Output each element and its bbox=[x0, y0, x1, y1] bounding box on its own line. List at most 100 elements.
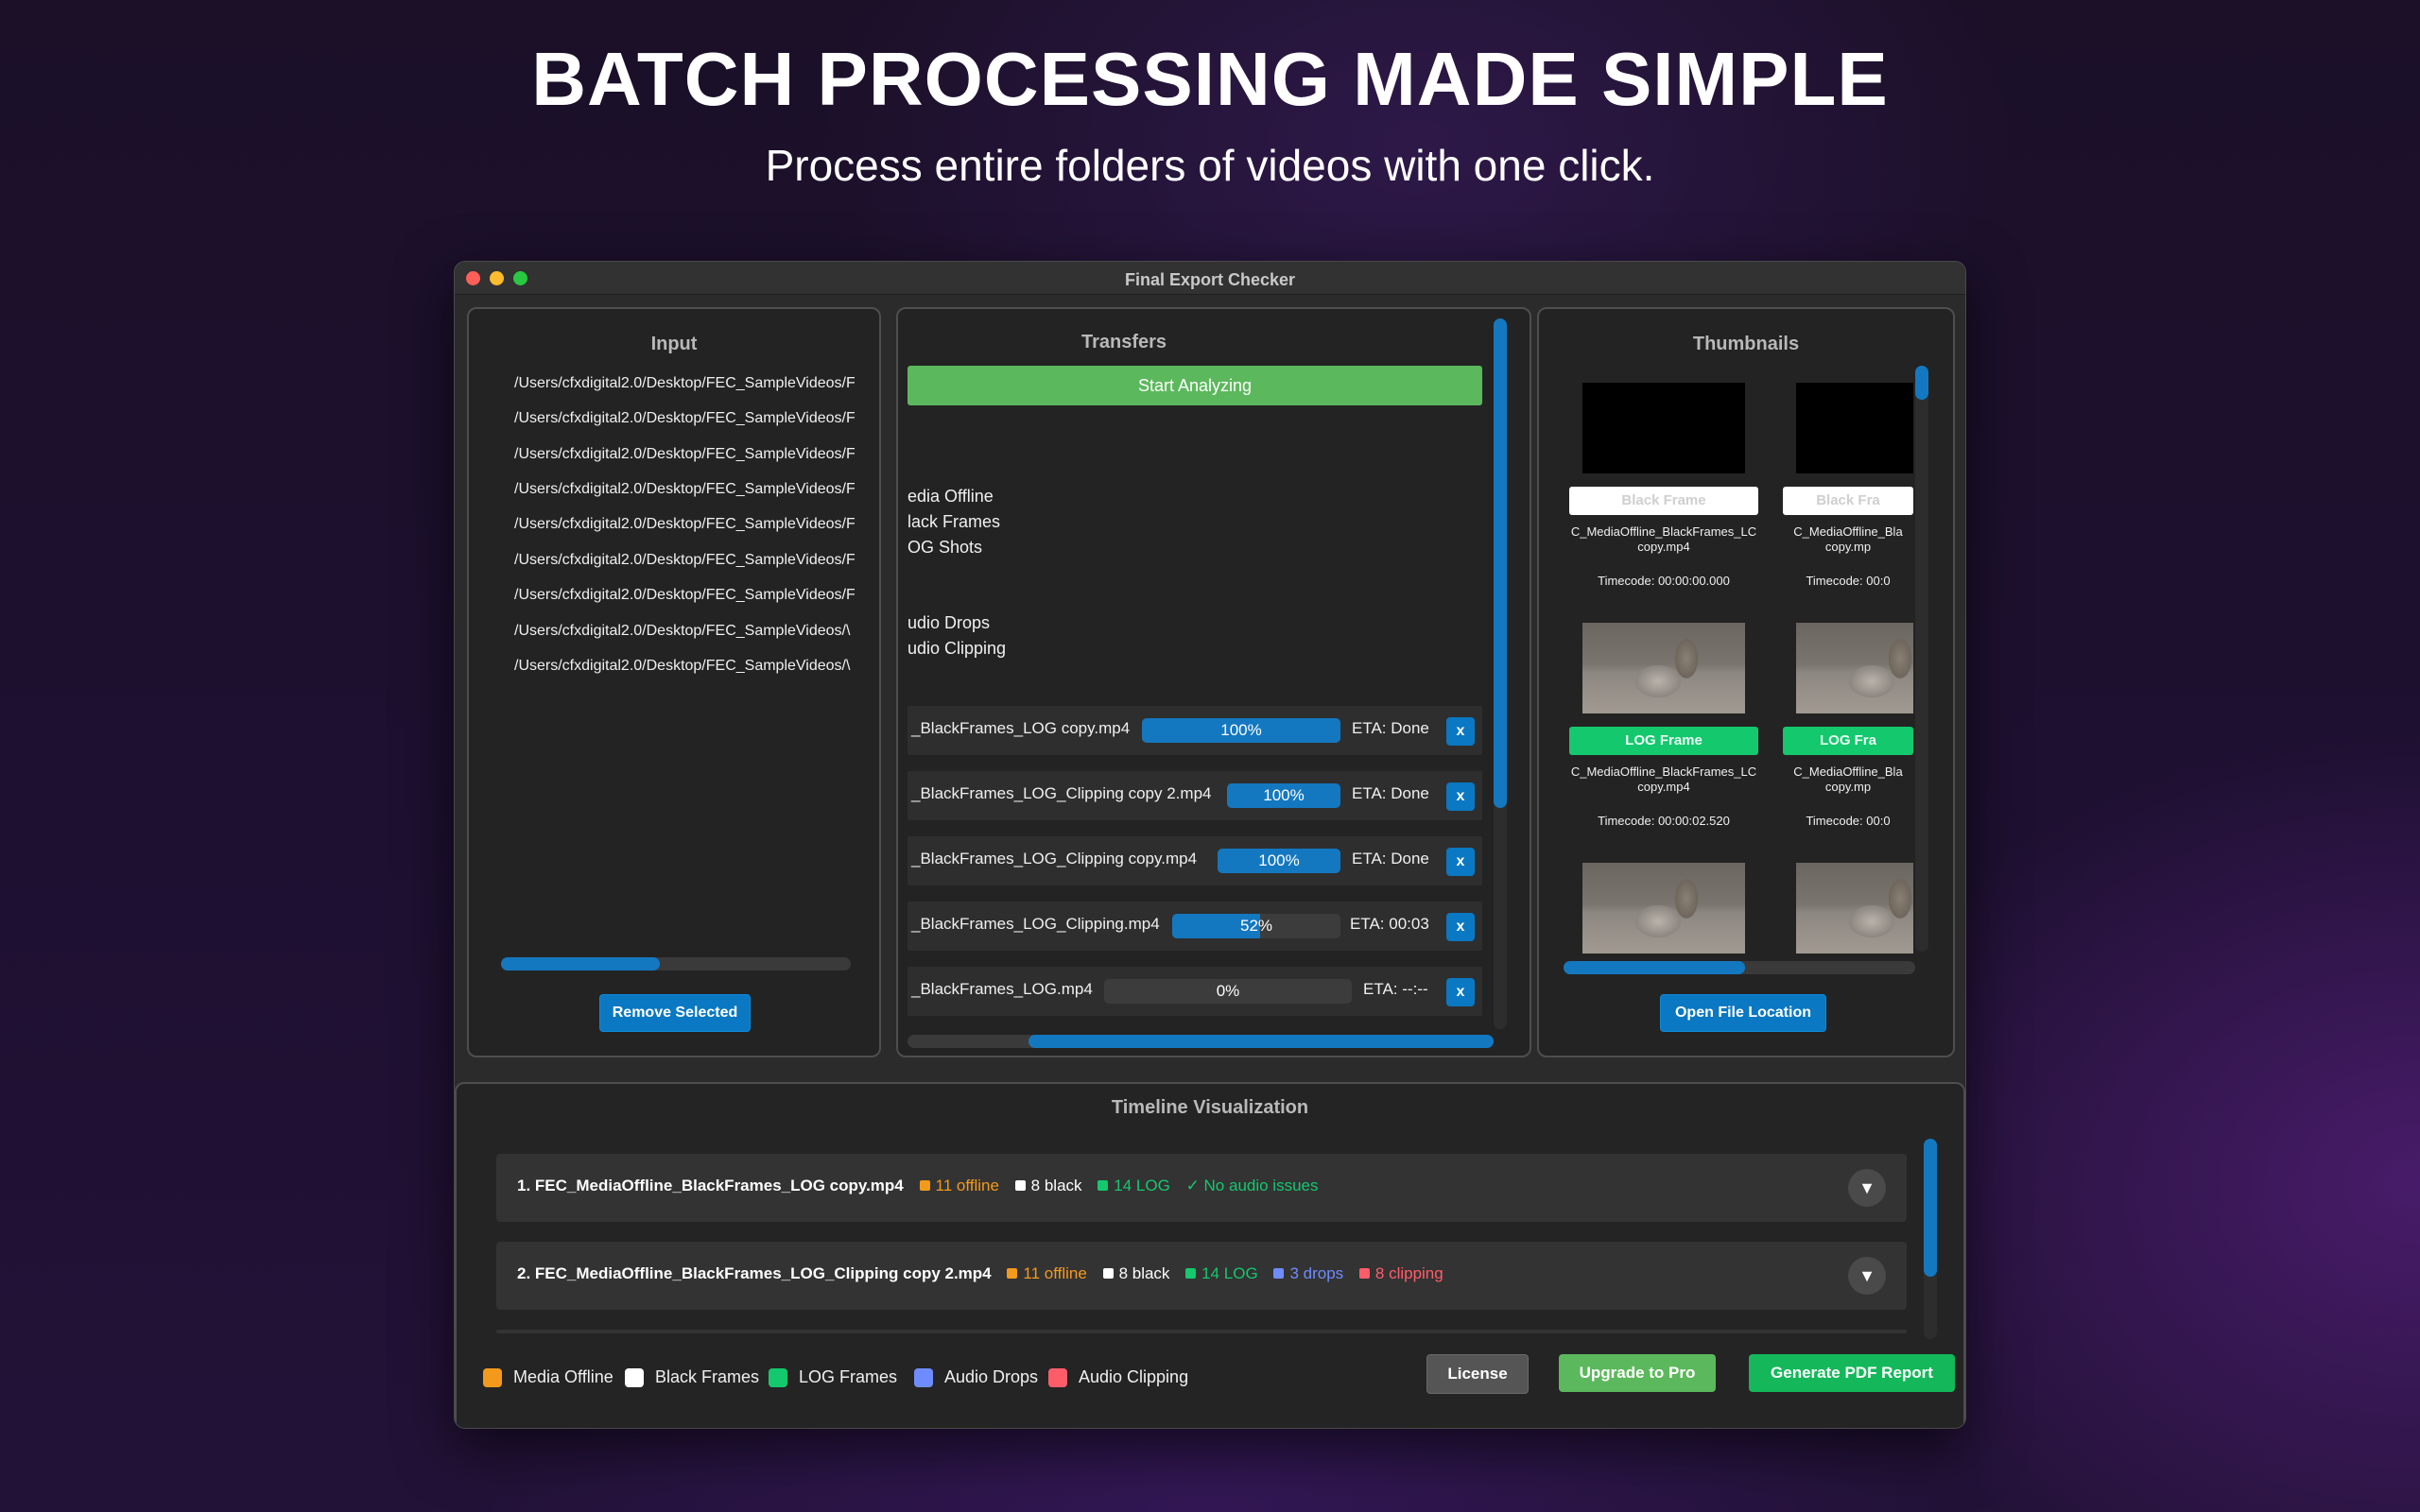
thumbnail-name-line: copy.mp4 bbox=[1637, 540, 1690, 554]
transfer-file-name: _BlackFrames_LOG_Clipping copy 2.mp4 bbox=[911, 784, 1212, 802]
input-file-item[interactable]: /Users/cfxdigital2.0/Desktop/FEC_SampleV… bbox=[514, 375, 855, 391]
input-horizontal-scrollbar[interactable] bbox=[501, 957, 851, 971]
start-analyzing-button[interactable]: Start Analyzing bbox=[908, 366, 1482, 405]
generate-pdf-report-button[interactable]: Generate PDF Report bbox=[1749, 1354, 1955, 1392]
transfer-progress-bar: 52% bbox=[1172, 914, 1340, 938]
input-file-item[interactable]: /Users/cfxdigital2.0/Desktop/FEC_SampleV… bbox=[514, 552, 855, 568]
transfer-eta: ETA: --:-- bbox=[1363, 980, 1428, 998]
expand-row-button[interactable]: ▼ bbox=[1848, 1169, 1886, 1207]
black-frames-swatch bbox=[625, 1368, 644, 1388]
timeline-title: Timeline Visualization bbox=[1111, 1097, 1309, 1118]
input-file-item[interactable]: /Users/cfxdigital2.0/Desktop/FEC_SampleV… bbox=[514, 481, 855, 497]
transfers-vscroll-thumb[interactable] bbox=[1494, 318, 1507, 808]
input-file-item[interactable]: /Users/cfxdigital2.0/Desktop/FEC_SampleV… bbox=[514, 658, 851, 674]
check-black-frames: lack Frames bbox=[908, 512, 1001, 531]
license-button[interactable]: License bbox=[1426, 1354, 1529, 1394]
timeline-vscroll-thumb[interactable] bbox=[1924, 1139, 1937, 1277]
transfer-progress-text: 52% bbox=[1239, 917, 1273, 935]
cancel-transfer-button[interactable]: x bbox=[1446, 782, 1475, 811]
log-frames-marker bbox=[1185, 1268, 1197, 1279]
open-file-location-button[interactable]: Open File Location bbox=[1660, 994, 1826, 1032]
timeline-row[interactable]: 2. FEC_MediaOffline_BlackFrames_LOG_Clip… bbox=[496, 1242, 1907, 1310]
input-file-item[interactable]: /Users/cfxdigital2.0/Desktop/FEC_SampleV… bbox=[514, 446, 855, 462]
transfer-row: _BlackFrames_LOG.mp4 0% ETA: --:-- x bbox=[908, 967, 1482, 1016]
cancel-transfer-button[interactable]: x bbox=[1446, 913, 1475, 941]
hero-title: BATCH PROCESSING MADE SIMPLE bbox=[531, 37, 1889, 121]
timeline-row-partial bbox=[496, 1330, 1907, 1333]
timeline-vertical-scrollbar[interactable] bbox=[1924, 1139, 1937, 1339]
legend-log-frames: LOG Frames bbox=[769, 1367, 898, 1388]
close-window-button[interactable] bbox=[466, 271, 480, 285]
transfer-progress-bar: 100% bbox=[1218, 849, 1340, 873]
transfer-eta: ETA: Done bbox=[1352, 850, 1429, 868]
timeline-file-name: 1. FEC_MediaOffline_BlackFrames_LOG copy… bbox=[517, 1177, 904, 1194]
thumbnail-timecode: Timecode: 00:0 bbox=[1806, 814, 1891, 828]
thumbnail-image[interactable] bbox=[1582, 623, 1745, 713]
input-file-item[interactable]: /Users/cfxdigital2.0/Desktop/FEC_SampleV… bbox=[514, 623, 851, 639]
timeline-row[interactable]: 1. FEC_MediaOffline_BlackFrames_LOG copy… bbox=[496, 1154, 1907, 1222]
thumbnail-label: LOG Fra bbox=[1783, 727, 1913, 755]
input-panel: Input /Users/cfxdigital2.0/Desktop/FEC_S… bbox=[467, 307, 881, 1057]
log-count: 14 LOG bbox=[1201, 1264, 1258, 1282]
thumbnails-hscroll-thumb[interactable] bbox=[1564, 961, 1745, 974]
transfer-file-name: _BlackFrames_LOG_Clipping copy.mp4 bbox=[911, 850, 1198, 868]
expand-row-button[interactable]: ▼ bbox=[1848, 1257, 1886, 1295]
input-file-item[interactable]: /Users/cfxdigital2.0/Desktop/FEC_SampleV… bbox=[514, 587, 855, 603]
thumbnail-label: Black Frame bbox=[1569, 487, 1758, 515]
transfer-file-name: _BlackFrames_LOG copy.mp4 bbox=[911, 719, 1131, 737]
input-panel-title: Input bbox=[650, 334, 698, 354]
audio-clipping-swatch bbox=[1048, 1368, 1067, 1388]
check-audio-drops: udio Drops bbox=[908, 613, 991, 632]
transfer-progress-text: 100% bbox=[1263, 786, 1305, 804]
timeline-row-summary: 1. FEC_MediaOffline_BlackFrames_LOG copy… bbox=[517, 1177, 1319, 1195]
offline-count: 11 offline bbox=[1023, 1264, 1087, 1282]
input-scroll-thumb[interactable] bbox=[501, 957, 660, 971]
thumbnail-image[interactable] bbox=[1796, 383, 1913, 473]
thumbnails-panel: Thumbnails Black Frame C_MediaOffline_Bl… bbox=[1537, 307, 1955, 1057]
check-audio-clipping: udio Clipping bbox=[908, 639, 1007, 658]
thumbnail-image[interactable] bbox=[1796, 623, 1913, 713]
clipping-count: 8 clipping bbox=[1374, 1264, 1443, 1282]
thumbnail-name-line: copy.mp bbox=[1824, 780, 1872, 794]
upgrade-to-pro-button[interactable]: Upgrade to Pro bbox=[1559, 1354, 1716, 1392]
audio-status: ✓ No audio issues bbox=[1185, 1177, 1319, 1194]
zoom-window-button[interactable] bbox=[513, 271, 527, 285]
cancel-transfer-button[interactable]: x bbox=[1446, 978, 1475, 1006]
minimize-window-button[interactable] bbox=[490, 271, 504, 285]
transfer-row: _BlackFrames_LOG_Clipping copy 2.mp4 100… bbox=[908, 771, 1482, 820]
offline-count: 11 offline bbox=[935, 1177, 999, 1194]
thumbnail-name-line: copy.mp bbox=[1824, 540, 1872, 554]
transfers-horizontal-scrollbar[interactable] bbox=[908, 1035, 1494, 1048]
black-count: 8 black bbox=[1030, 1177, 1082, 1194]
cancel-transfer-button[interactable]: x bbox=[1446, 717, 1475, 746]
thumbnail-image[interactable] bbox=[1582, 863, 1745, 954]
log-count: 14 LOG bbox=[1114, 1177, 1170, 1194]
drops-count: 3 drops bbox=[1289, 1264, 1344, 1282]
title-bar: Final Export Checker bbox=[455, 262, 1965, 295]
remove-selected-button[interactable]: Remove Selected bbox=[599, 994, 751, 1032]
thumbnails-vscroll-thumb[interactable] bbox=[1915, 366, 1928, 400]
transfers-hscroll-thumb[interactable] bbox=[1028, 1035, 1494, 1048]
check-media-offline: edia Offline bbox=[908, 487, 994, 506]
legend-label: LOG Frames bbox=[799, 1367, 898, 1386]
window-title: Final Export Checker bbox=[1124, 270, 1296, 289]
transfer-file-name: _BlackFrames_LOG_Clipping.mp4 bbox=[911, 915, 1160, 933]
input-file-item[interactable]: /Users/cfxdigital2.0/Desktop/FEC_SampleV… bbox=[514, 410, 855, 426]
thumbnail-image[interactable] bbox=[1796, 863, 1913, 954]
transfer-eta: ETA: Done bbox=[1352, 719, 1429, 737]
thumbnail-name-line: C_MediaOffline_BlackFrames_LC bbox=[1570, 524, 1757, 539]
thumbnails-horizontal-scrollbar[interactable] bbox=[1564, 961, 1915, 974]
transfers-vertical-scrollbar[interactable] bbox=[1494, 318, 1507, 1029]
audio-drops-swatch bbox=[914, 1368, 933, 1388]
thumbnails-panel-title: Thumbnails bbox=[1692, 334, 1800, 354]
legend-label: Audio Clipping bbox=[1079, 1367, 1189, 1386]
input-file-item[interactable]: /Users/cfxdigital2.0/Desktop/FEC_SampleV… bbox=[514, 516, 855, 532]
thumbnail-image[interactable] bbox=[1582, 383, 1745, 473]
thumbnails-vertical-scrollbar[interactable] bbox=[1915, 366, 1928, 952]
cancel-transfer-button[interactable]: x bbox=[1446, 848, 1475, 876]
legend-media-offline: Media Offline bbox=[483, 1367, 614, 1388]
